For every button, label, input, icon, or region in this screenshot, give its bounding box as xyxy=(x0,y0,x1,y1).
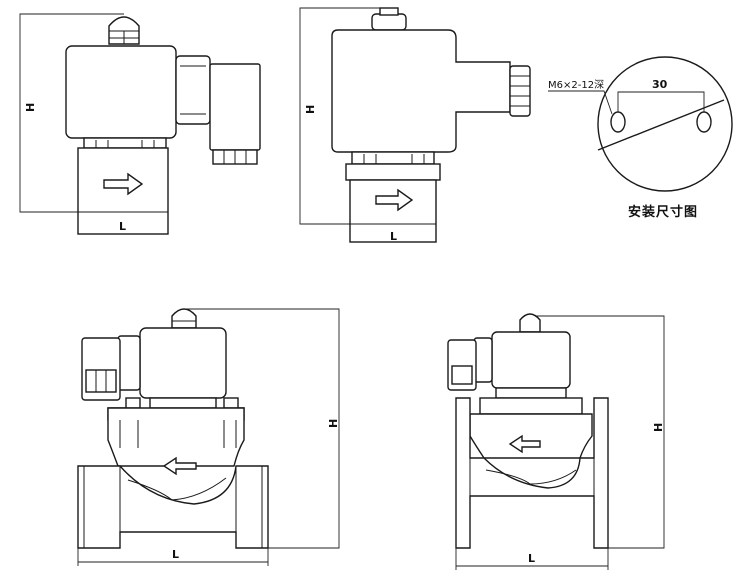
h-label-4: H xyxy=(652,423,665,432)
l-label-2: L xyxy=(390,230,397,243)
l-dimension-line-3 xyxy=(77,548,269,566)
connector-4 xyxy=(473,337,493,383)
valve-body-2 xyxy=(345,163,441,181)
coil-body-3 xyxy=(139,327,227,399)
l-label-3: L xyxy=(172,548,179,561)
flow-arrow-icon xyxy=(162,456,197,476)
valve-view-bottom-left: H L xyxy=(77,308,340,566)
mounting-dimension-diagram: 30 M6×2-12深 安装尺寸图 xyxy=(548,56,733,220)
coil-body-1 xyxy=(65,45,177,139)
h-label-2: H xyxy=(304,105,317,114)
cap-knob-4 xyxy=(519,313,541,333)
mounting-caption: 安装尺寸图 xyxy=(628,204,698,220)
l-label-1: L xyxy=(119,220,126,233)
thread-leader-line xyxy=(548,90,613,115)
cap-knob-2 xyxy=(371,13,407,31)
thread-spec-label: M6×2-12深 xyxy=(548,79,604,91)
h-dimension-line-1 xyxy=(19,13,124,213)
bolt-hole-right xyxy=(696,111,712,133)
flow-arrow-icon xyxy=(103,172,144,196)
connector-3 xyxy=(117,335,141,391)
valve-upper-body-3 xyxy=(107,407,245,467)
cap-knob-3 xyxy=(171,308,197,329)
h-label-3: H xyxy=(327,419,340,428)
bonnet-3 xyxy=(149,397,217,409)
valve-body-1 xyxy=(77,147,169,235)
valve-upper-body-4 xyxy=(469,413,593,459)
h-dimension-line-3 xyxy=(186,308,340,549)
coil-body-4 xyxy=(491,331,571,389)
connector-2 xyxy=(509,65,531,117)
flow-arrow-icon xyxy=(508,434,541,454)
h-dimension-line-4 xyxy=(530,315,665,549)
spacing-label: 30 xyxy=(652,78,668,91)
h-dimension-line-2 xyxy=(299,7,385,225)
valve-lower-body-4 xyxy=(455,397,609,549)
coil-body-2 xyxy=(331,29,511,153)
valve-view-top-left: H L xyxy=(19,13,261,235)
valve-view-bottom-right: H L xyxy=(447,313,665,570)
mounting-circle xyxy=(597,56,733,192)
spacing-dimension-line xyxy=(617,91,705,112)
valve-view-top-middle: H L xyxy=(299,7,531,243)
l-label-4: L xyxy=(528,552,535,565)
flow-arrow-icon xyxy=(375,188,414,212)
h-label-1: H xyxy=(24,103,37,112)
bonnet-4 xyxy=(495,387,567,399)
l-dimension-line-4 xyxy=(455,548,609,570)
connector-plug-1 xyxy=(209,63,261,151)
bolt-hole-left xyxy=(610,111,626,133)
valve-lower-body-3 xyxy=(77,465,269,549)
